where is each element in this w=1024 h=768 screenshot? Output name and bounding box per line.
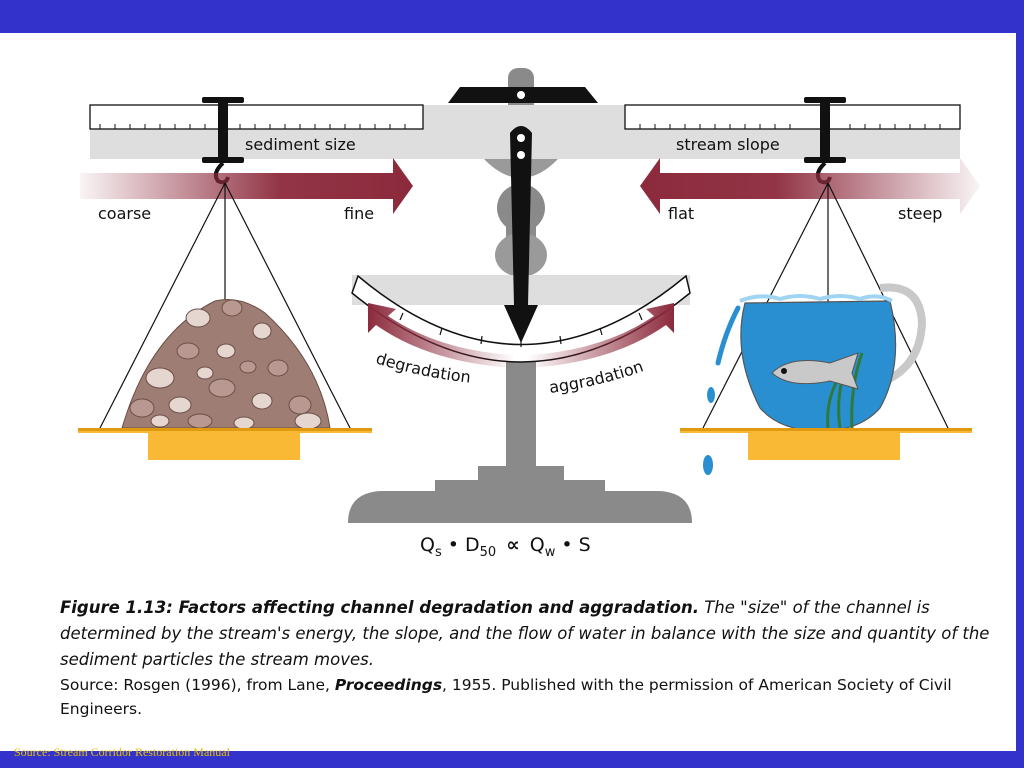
balance-equation: Qs• D50∝Qw• S (420, 534, 591, 560)
caption-text: The "size" of the channel is determined … (60, 598, 990, 669)
arrow-label-steep: steep (898, 204, 942, 223)
beam-label-stream-slope: stream slope (676, 135, 780, 154)
source-suffix: , 1955. Published with the permission of… (60, 676, 952, 718)
sediment-size-arrow (80, 158, 413, 214)
slide-panel: degradation aggradation sediment size st… (0, 33, 1016, 751)
gauge: degradation aggradation (351, 274, 691, 397)
caption-source: Source: Rosgen (1996), from Lane, Procee… (60, 673, 990, 721)
arrow-label-fine: fine (344, 204, 374, 223)
sediment-pile-icon (121, 299, 331, 430)
fish-icon (771, 352, 859, 390)
sediment-pan (78, 182, 372, 460)
fish-bowl-icon (703, 283, 927, 475)
figure-caption: Figure 1.13: Factors affecting channel d… (60, 595, 990, 721)
water-pan (680, 182, 972, 475)
caption-main: Figure 1.13: Factors affecting channel d… (60, 595, 990, 673)
source-title: Proceedings (334, 676, 443, 694)
footer-source-credit: Source: Stream Corridor Restoration Manu… (14, 745, 230, 759)
balance-diagram: degradation aggradation sediment size st… (78, 68, 980, 560)
caption-title: Figure 1.13: Factors affecting channel d… (60, 598, 699, 617)
balance-pointer (504, 126, 538, 343)
stream-slope-arrow (640, 158, 980, 214)
arrow-label-flat: flat (668, 204, 694, 223)
arrow-label-coarse: coarse (98, 204, 151, 223)
source-prefix: Source: Rosgen (1996), from Lane, (60, 676, 335, 694)
beam-label-sediment-size: sediment size (245, 135, 356, 154)
